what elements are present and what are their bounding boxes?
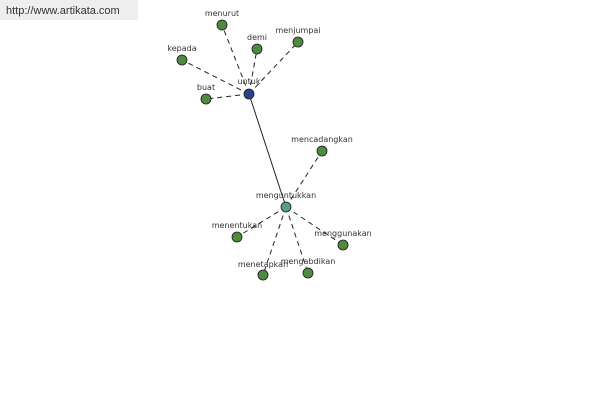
node-mengabdikan[interactable]: [302, 267, 314, 279]
label-menurut: menurut: [205, 9, 239, 18]
node-buat[interactable]: [200, 93, 212, 105]
node-menguntukkan[interactable]: [280, 201, 292, 213]
edge-menguntukkan-mencadangkan: [285, 150, 323, 208]
node-menurut[interactable]: [216, 19, 228, 31]
label-untuk: untuk: [238, 77, 261, 86]
label-menentukan: menentukan: [212, 221, 262, 230]
label-menjumpai: menjumpai: [275, 26, 320, 35]
edge-untuk-buat: [205, 93, 250, 100]
node-kepada[interactable]: [176, 54, 188, 66]
edge-untuk-menjumpai: [248, 41, 299, 95]
label-menggunakan: menggunakan: [314, 229, 371, 238]
label-buat: buat: [197, 83, 215, 92]
edge-untuk-menurut: [221, 24, 250, 95]
node-demi[interactable]: [251, 43, 263, 55]
label-demi: demi: [247, 33, 267, 42]
label-mencadangkan: mencadangkan: [291, 135, 353, 144]
nodes-layer: [176, 19, 349, 281]
edge-menguntukkan-menggunakan: [285, 206, 344, 246]
label-menetapkan: menetapkan: [238, 260, 288, 269]
edge-untuk-demi: [248, 48, 258, 95]
edge-menguntukkan-menetapkan: [262, 206, 287, 276]
node-mencadangkan[interactable]: [316, 145, 328, 157]
node-menetapkan[interactable]: [257, 269, 269, 281]
edge-untuk-menguntukkan: [248, 93, 287, 208]
source-url[interactable]: http://www.artikata.com: [0, 0, 138, 20]
label-kepada: kepada: [167, 44, 196, 53]
edge-untuk-kepada: [181, 59, 250, 95]
edge-menguntukkan-menentukan: [236, 206, 287, 238]
node-menggunakan[interactable]: [337, 239, 349, 251]
label-mengabdikan: mengabdikan: [281, 257, 336, 266]
label-menguntukkan: menguntukkan: [256, 191, 316, 200]
edge-menguntukkan-mengabdikan: [285, 206, 309, 274]
node-untuk[interactable]: [243, 88, 255, 100]
node-menjumpai[interactable]: [292, 36, 304, 48]
edges-layer: [181, 24, 344, 276]
labels-layer: untuk menurut demi menjumpai kepada buat mengu…: [167, 9, 371, 269]
node-menentukan[interactable]: [231, 231, 243, 243]
